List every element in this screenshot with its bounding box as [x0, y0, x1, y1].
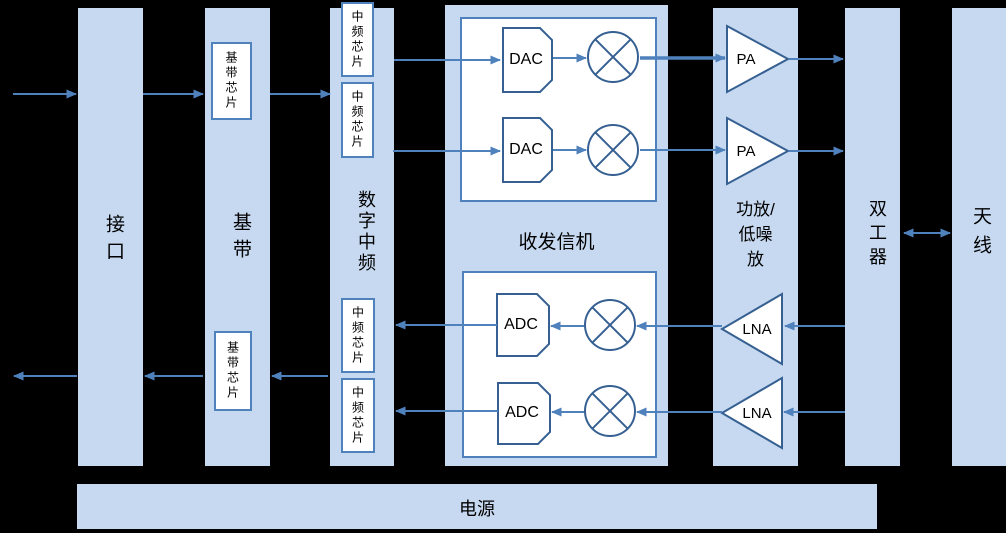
adc-2-label: ADC: [505, 404, 539, 421]
power-bar: [77, 484, 877, 529]
antenna-column: [952, 8, 1006, 466]
baseband-label: 基带: [230, 212, 251, 266]
pa-1-label: PA: [736, 51, 756, 68]
pa-2-label: PA: [736, 143, 756, 160]
duplexer-column: [845, 8, 900, 466]
adc-1-label: ADC: [504, 316, 538, 333]
lna-1-label: LNA: [742, 321, 772, 338]
if-chip-label: 中频芯片: [350, 385, 365, 446]
if-chip-label: 中频芯片: [350, 90, 364, 150]
pa-lna-label-line-2: 低噪: [738, 225, 773, 244]
pa-lna-label-line-1: 功放/: [736, 200, 775, 219]
if-chip-box-1: 中频芯片: [341, 2, 374, 77]
antenna-label: 天线: [970, 206, 991, 264]
interface-label: 接口: [103, 214, 124, 268]
dac-2-label: DAC: [509, 141, 543, 158]
if-chip-box-3: 中频芯片: [341, 298, 375, 373]
transceiver-rx-box: [462, 271, 657, 458]
if-chip-label: 中频芯片: [350, 9, 364, 70]
duplexer-label: 双工器: [867, 199, 887, 271]
baseband-chip-label: 基带芯片: [225, 341, 240, 401]
transceiver-label: 收发信机: [518, 232, 595, 253]
baseband-chip-box-rx: 基带芯片: [214, 331, 252, 411]
pa-lna-label-line-3: 放: [747, 250, 764, 269]
baseband-chip-box-tx: 基带芯片: [211, 42, 252, 120]
interface-column: [78, 8, 143, 466]
if-chip-label: 中频芯片: [350, 305, 365, 366]
if-chip-box-4: 中频芯片: [341, 378, 375, 453]
if-chip-box-2: 中频芯片: [341, 82, 374, 158]
transceiver-tx-box: [460, 17, 657, 202]
pa-lna-label: 功放/ 低噪 放: [713, 197, 798, 272]
digital-if-label: 数字中频: [356, 190, 376, 274]
baseband-chip-label: 基带芯片: [224, 51, 238, 111]
dac-1-label: DAC: [509, 51, 543, 68]
power-label: 电源: [459, 499, 495, 519]
lna-2-label: LNA: [742, 405, 772, 422]
